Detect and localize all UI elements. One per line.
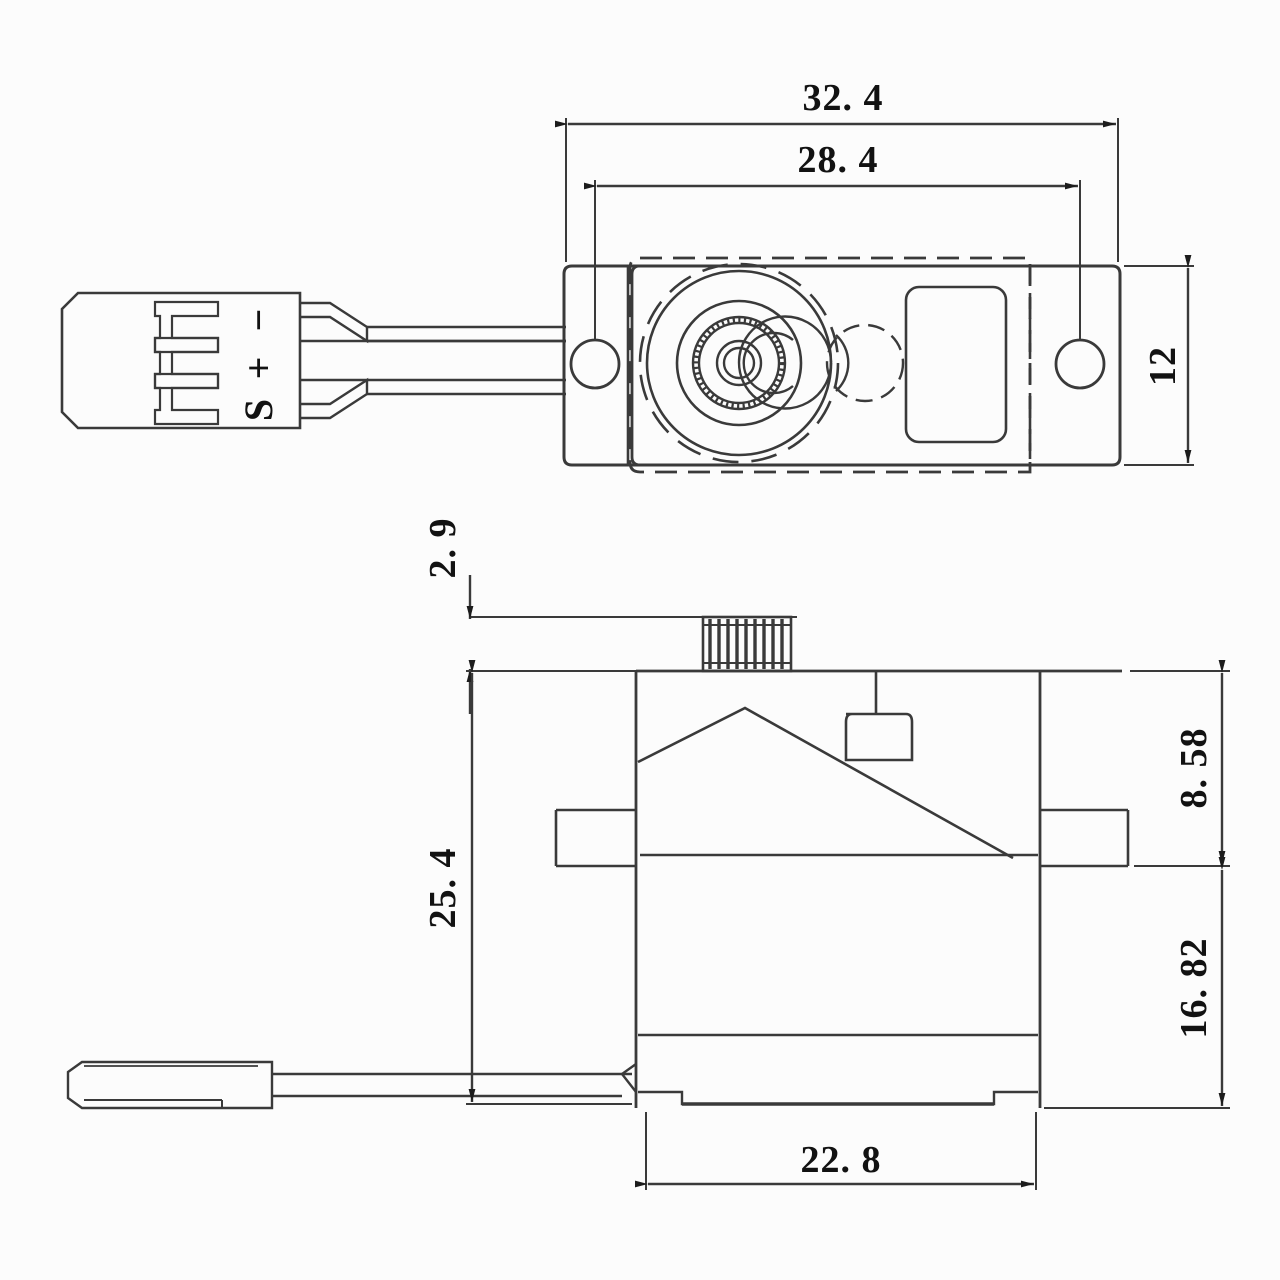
terminal-3 [153, 372, 220, 426]
pin-signal-label: S [236, 399, 281, 421]
dimension-body-width-text: 12 [1142, 346, 1184, 386]
dimension-spline-height-text: 2. 9 [422, 518, 464, 579]
spline-ring-inner [697, 321, 781, 405]
wire-negative-bend [300, 301, 369, 344]
lead-wires-top-view [300, 301, 566, 420]
output-shaft-side-view [701, 615, 793, 673]
spline-teeth-texture [693, 317, 785, 409]
dim-16-82-group [1044, 857, 1230, 1109]
dim-8-58-group [1130, 660, 1230, 867]
case-feature-rect [904, 285, 1008, 444]
tab-block [844, 712, 914, 762]
boss-hidden-circle [825, 323, 905, 403]
boss-circle [737, 315, 833, 410]
spline-outer-dashed-circle [638, 262, 840, 464]
connector-side-view [66, 1060, 274, 1110]
dimension-overall-length-text: 32. 4 [803, 77, 884, 119]
shaft-circle-inner [722, 346, 756, 380]
spline-ring-outer [691, 315, 787, 411]
wire-signal-bend [300, 377, 369, 420]
body-outline [562, 264, 1122, 467]
shaft-circle-outer [715, 339, 763, 387]
shaft-knurl-teeth [708, 619, 784, 669]
dimension-body-length-text: 22. 8 [801, 1139, 882, 1181]
dim-12-group [1124, 255, 1194, 466]
dimension-mounting-hole-spacing-text: 28. 4 [798, 139, 879, 181]
upper-case-side-view [554, 669, 1130, 1108]
flange-right [1040, 808, 1130, 868]
connector-top-view [60, 291, 302, 430]
lead-wire-side-view [66, 1060, 632, 1110]
dimension-overall-height-text: 25. 4 [422, 848, 464, 929]
connector-housing [60, 291, 302, 430]
lower-case-side-view [620, 1033, 1038, 1106]
dimension-lower-case-height-text: 16. 82 [1173, 938, 1215, 1039]
spline-mid-circle [675, 299, 803, 427]
pin-positive-label: + [236, 357, 281, 380]
case-left-rounded [630, 264, 641, 467]
servo-body-top-view [562, 256, 1122, 474]
dim-28-4-group [584, 180, 1081, 340]
dimension-upper-case-height-text: 8. 58 [1173, 728, 1215, 809]
dim-32-4-group [555, 118, 1119, 262]
dim-25-4-group [466, 660, 632, 1105]
pin-negative-label: − [236, 309, 281, 332]
case-hidden-outline [628, 256, 1032, 474]
flange-left [554, 808, 636, 868]
case-roof-slope [637, 706, 1014, 860]
boss-arc-left [835, 334, 850, 392]
dim-22-8-group [635, 1112, 1037, 1190]
